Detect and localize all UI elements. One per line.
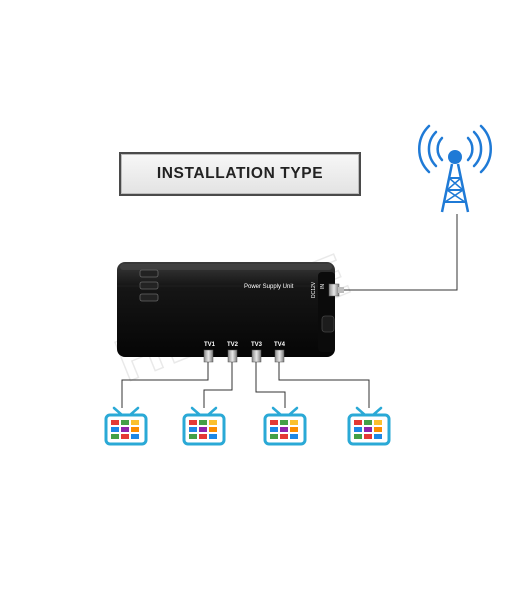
antenna-cable <box>343 214 458 291</box>
output-label-tv4: TV4 <box>274 342 286 348</box>
tv-icon-3 <box>263 406 307 446</box>
tv-icon-4 <box>347 406 391 446</box>
in-label: IN <box>320 284 326 289</box>
output-label-tv1: TV1 <box>204 342 216 348</box>
output-label-tv2: TV2 <box>227 342 239 348</box>
page-title: INSTALLATION TYPE <box>156 165 324 182</box>
tv-icon-2 <box>182 406 226 446</box>
antenna-tower-icon <box>418 124 492 213</box>
title-box: INSTALLATION TYPE <box>119 152 361 196</box>
dc-label: DC12V <box>311 281 317 298</box>
tv-icon-1 <box>104 406 148 446</box>
output-label-tv3: TV3 <box>251 342 263 348</box>
power-supply-unit <box>117 262 344 363</box>
device-label: Power Supply Unit <box>244 284 294 290</box>
tv-cables <box>121 362 370 408</box>
